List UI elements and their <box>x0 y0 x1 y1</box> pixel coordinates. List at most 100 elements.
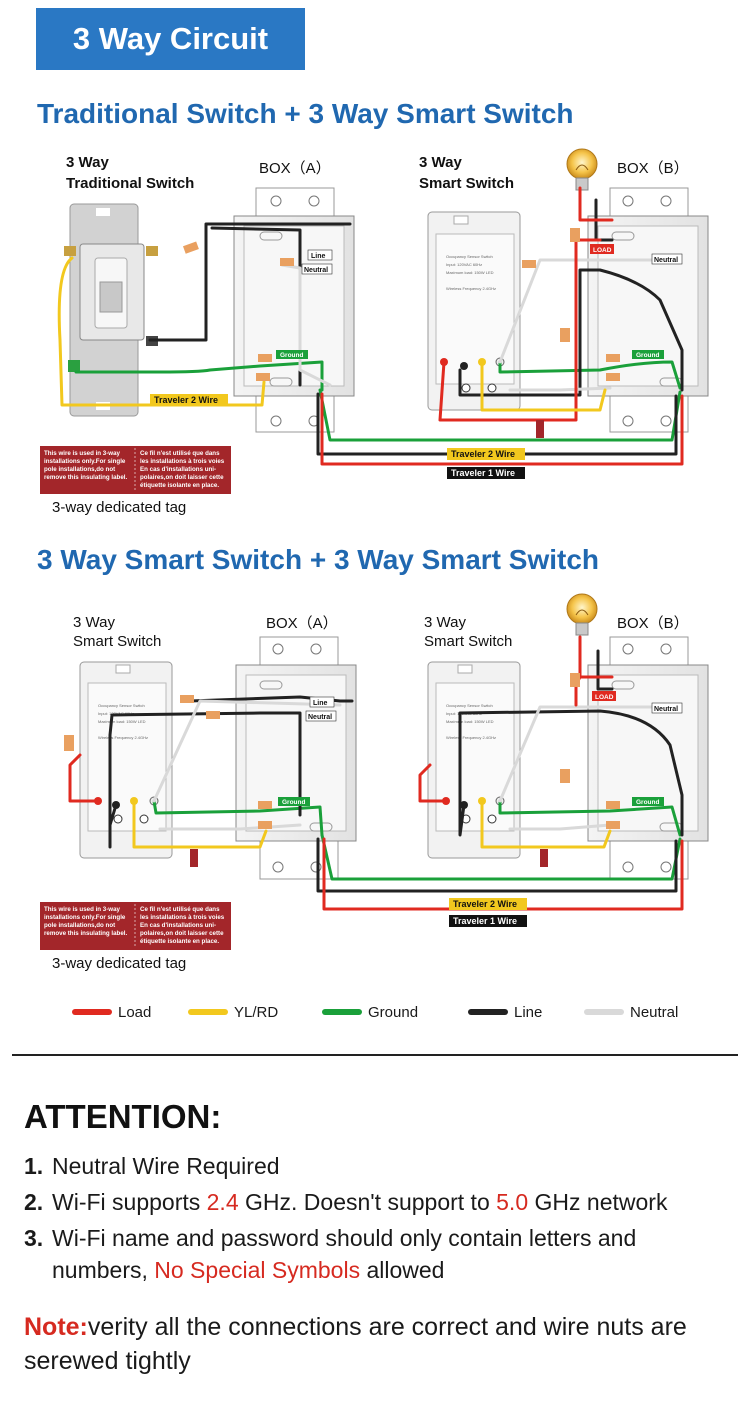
line-wire-label: Line <box>311 253 325 260</box>
left-device-label-line2: Traditional Switch <box>66 175 194 192</box>
line-wire-label: Line <box>313 700 327 707</box>
ground-wire-label-b: Ground <box>636 352 659 359</box>
tag-fr-line-5: étiquette isolante en place. <box>140 482 219 489</box>
box-a-label: BOX（A） <box>259 160 331 177</box>
tag-caption: 3-way dedicated tag <box>52 499 186 516</box>
page-title: 3 Way Circuit <box>72 21 269 56</box>
tag-caption: 3-way dedicated tag <box>52 955 186 972</box>
legend-label-ground: Ground <box>368 1003 419 1021</box>
tag-fr-line-1: Ce fil n'est utilisé que dans <box>140 906 220 913</box>
attention-text: allowed <box>360 1257 445 1283</box>
legend-label-line: Line <box>514 1003 543 1021</box>
attention-text: Wi-Fi name and password should only cont… <box>52 1225 637 1283</box>
svg-text:Input: 120VAC 60Hz: Input: 120VAC 60Hz <box>446 262 482 267</box>
tag-fr-line-3: En cas d'installations uni- <box>140 922 216 929</box>
legend-item-neutral: Neutral <box>584 1000 678 1024</box>
attention-title: ATTENTION: <box>24 1098 222 1135</box>
load-wire-label: LOAD <box>595 694 614 701</box>
legend-label-yl-rd: YL/RD <box>234 1003 279 1021</box>
right-device-label-line2: Smart Switch <box>424 633 512 650</box>
attention-item-number: 2. <box>24 1189 44 1215</box>
smart-switch-a: Occupancy Sensor Switch Input: 120VAC 60… <box>79 661 173 859</box>
junction-box-b <box>587 187 709 433</box>
svg-text:Wireless Frequency 2.4GHz: Wireless Frequency 2.4GHz <box>446 286 496 291</box>
left-device-label-line1: 3 Way <box>66 154 109 171</box>
dedicated-tag: This wire is used in 3-way installations… <box>40 446 231 494</box>
ground-wire-label-b: Ground <box>636 799 659 806</box>
attention-text: Wi-Fi supports <box>52 1189 207 1215</box>
svg-text:Wireless Frequency 2.4GHz: Wireless Frequency 2.4GHz <box>446 735 496 740</box>
wiring-diagram-traditional-plus-smart: 3 Way Traditional Switch BOX（A） 3 Way Sm… <box>40 148 709 516</box>
tag-fr-line-1: Ce fil n'est utilisé que dans <box>140 450 220 457</box>
traveler-2-local-label: Traveler 2 Wire <box>154 395 218 405</box>
light-bulb-icon <box>566 593 598 636</box>
wire-color-legend: Load YL/RD Ground Line Neutral <box>0 1000 750 1024</box>
tag-en-line-1: This wire is used in 3-way <box>44 450 121 457</box>
legend-swatch-neutral <box>584 1009 624 1015</box>
legend-label-neutral: Neutral <box>630 1003 679 1021</box>
svg-text:Wireless Frequency 2.4GHz: Wireless Frequency 2.4GHz <box>98 735 148 740</box>
svg-text:Maximum load: 150W LED: Maximum load: 150W LED <box>446 270 494 275</box>
tag-fr-line-4: polaires,on doit laisser cette <box>140 930 224 937</box>
attention-item-3: 3. Wi-Fi name and password should only co… <box>24 1222 734 1286</box>
note: Note:verity all the connections are corr… <box>24 1310 734 1378</box>
smart-switch-b: Occupancy Sensor Switch Input: 120VAC 60… <box>427 211 521 411</box>
attention-highlight: No Special Symbols <box>154 1257 361 1283</box>
ground-wire-label-a: Ground <box>280 352 303 359</box>
left-device-label-line2: Smart Switch <box>73 633 161 650</box>
legend-item-load: Load <box>72 1000 151 1024</box>
svg-text:Maximum load: 150W LED: Maximum load: 150W LED <box>98 719 146 724</box>
wiring-diagram-smart-plus-smart: 3 Way Smart Switch BOX（A） 3 Way Smart Sw… <box>40 593 709 972</box>
smart-switch-b: Occupancy Sensor Switch Input: 120VAC 60… <box>427 661 521 859</box>
section-2-title: 3 Way Smart Switch + 3 Way Smart Switch <box>37 544 599 575</box>
page-title-badge: 3 Way Circuit <box>36 8 305 70</box>
note-text: verity all the connections are correct a… <box>24 1313 687 1375</box>
traveler-1-label: Traveler 1 Wire <box>451 468 515 478</box>
svg-text:Occupancy Sensor Switch: Occupancy Sensor Switch <box>446 254 493 259</box>
legend-item-line: Line <box>468 1000 542 1024</box>
tag-en-line-1: This wire is used in 3-way <box>44 906 121 913</box>
tag-en-line-4: remove this insulating label. <box>44 474 127 481</box>
attention-text: GHz. Doesn't support to <box>238 1189 497 1215</box>
legend-swatch-load <box>72 1009 112 1015</box>
attention-item-number: 1. <box>24 1153 44 1179</box>
tag-fr-line-2: les installations à trois voies <box>140 458 225 465</box>
legend-item-yl-rd: YL/RD <box>188 1000 278 1024</box>
traveler-2-label: Traveler 2 Wire <box>453 899 517 909</box>
tag-en-line-3: pole installations,do not <box>44 922 115 929</box>
attention-text: GHz network <box>528 1189 668 1215</box>
attention-item-number: 3. <box>24 1225 44 1251</box>
ground-wire-label-a: Ground <box>282 799 305 806</box>
tag-en-line-2: installations only.For single <box>44 914 126 921</box>
attention-highlight: 2.4 <box>206 1189 239 1215</box>
legend-label-load: Load <box>118 1003 152 1021</box>
legend-swatch-ground <box>322 1009 362 1015</box>
legend-swatch-line <box>468 1009 508 1015</box>
light-bulb-icon <box>566 148 598 191</box>
load-wire-label: LOAD <box>593 247 612 254</box>
tag-en-line-4: remove this insulating label. <box>44 930 127 937</box>
section-divider <box>12 1054 738 1056</box>
box-a-label: BOX（A） <box>266 615 338 632</box>
right-device-label-line1: 3 Way <box>424 614 466 631</box>
tag-en-line-3: pole installations,do not <box>44 466 115 473</box>
tag-fr-line-5: étiquette isolante en place. <box>140 938 219 945</box>
attention-item-2: 2. Wi-Fi supports 2.4 GHz. Doesn't suppor… <box>24 1186 734 1218</box>
svg-text:Maximum load: 150W LED: Maximum load: 150W LED <box>446 719 494 724</box>
junction-box-a <box>235 636 357 880</box>
right-device-label-line2: Smart Switch <box>419 175 514 192</box>
neutral-wire-label-b: Neutral <box>654 706 678 713</box>
svg-text:Occupancy Sensor Switch: Occupancy Sensor Switch <box>446 703 493 708</box>
note-key: Note: <box>24 1313 88 1341</box>
legend-swatch-yl-rd <box>188 1009 228 1015</box>
traveler-1-label: Traveler 1 Wire <box>453 916 517 926</box>
box-b-label: BOX（B） <box>617 615 689 632</box>
tag-en-line-2: installations only.For single <box>44 458 126 465</box>
tag-fr-line-4: polaires,on doit laisser cette <box>140 474 224 481</box>
wire-nuts <box>64 673 620 867</box>
attention-item-1: 1.Neutral Wire Required <box>24 1150 734 1182</box>
section-1-title: Traditional Switch + 3 Way Smart Switch <box>37 98 574 129</box>
box-b-label: BOX（B） <box>617 160 689 177</box>
neutral-wire-label-a: Neutral <box>304 267 328 274</box>
tag-fr-line-2: les installations à trois voies <box>140 914 225 921</box>
